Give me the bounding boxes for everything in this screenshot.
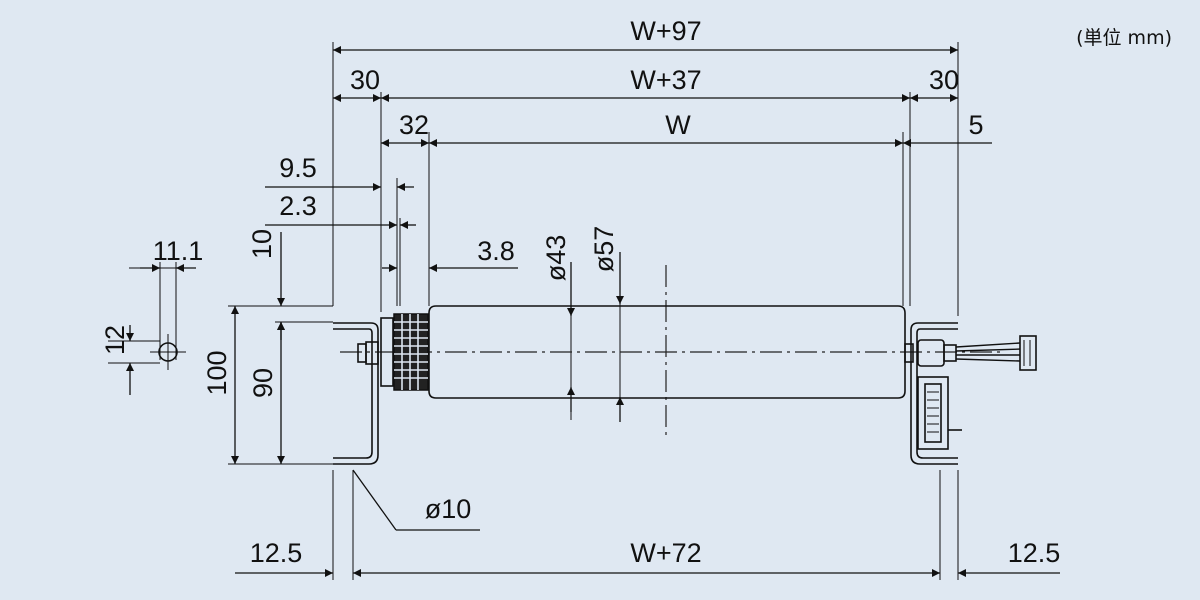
dim-right-5: 5 xyxy=(968,110,983,140)
dim-left-12-5: 12.5 xyxy=(250,538,303,568)
cable-and-plug xyxy=(917,335,1037,371)
dim-right-12-5: 12.5 xyxy=(1008,538,1061,568)
center-lines xyxy=(340,265,1000,440)
dim-left-30: 30 xyxy=(350,65,380,95)
dim-90: 90 xyxy=(248,368,278,398)
motor-gear-unit xyxy=(380,313,429,391)
right-bracket xyxy=(904,322,958,465)
dim-phi-10: ø10 xyxy=(425,494,472,524)
dimension-labels: W+97 W+37 30 30 32 W 5 9.5 2.3 3.8 11.1 … xyxy=(100,16,1060,568)
roller-tube xyxy=(428,305,906,399)
dim-100: 100 xyxy=(202,350,232,395)
dim-32: 32 xyxy=(399,110,429,140)
left-bracket xyxy=(333,322,379,465)
dim-2-3: 2.3 xyxy=(279,191,317,221)
unit-note: (単位 mm) xyxy=(1076,27,1172,49)
dim-phi-57: ø57 xyxy=(589,226,619,273)
dimension-lines xyxy=(126,46,1060,577)
dim-phi-43: ø43 xyxy=(541,235,571,282)
dim-12: 12 xyxy=(100,325,130,355)
dim-w-plus-72: W+72 xyxy=(630,538,701,568)
connector-box xyxy=(917,376,962,450)
dim-right-30: 30 xyxy=(929,65,959,95)
hex-shaft-detail xyxy=(150,334,186,370)
dim-w-plus-37: W+37 xyxy=(630,65,701,95)
dim-w: W xyxy=(665,110,691,140)
dim-w-plus-97: W+97 xyxy=(630,16,701,46)
dim-3-8: 3.8 xyxy=(477,236,515,266)
dim-10: 10 xyxy=(247,229,277,259)
dim-11-1: 11.1 xyxy=(153,236,204,266)
dim-9-5: 9.5 xyxy=(279,153,317,183)
